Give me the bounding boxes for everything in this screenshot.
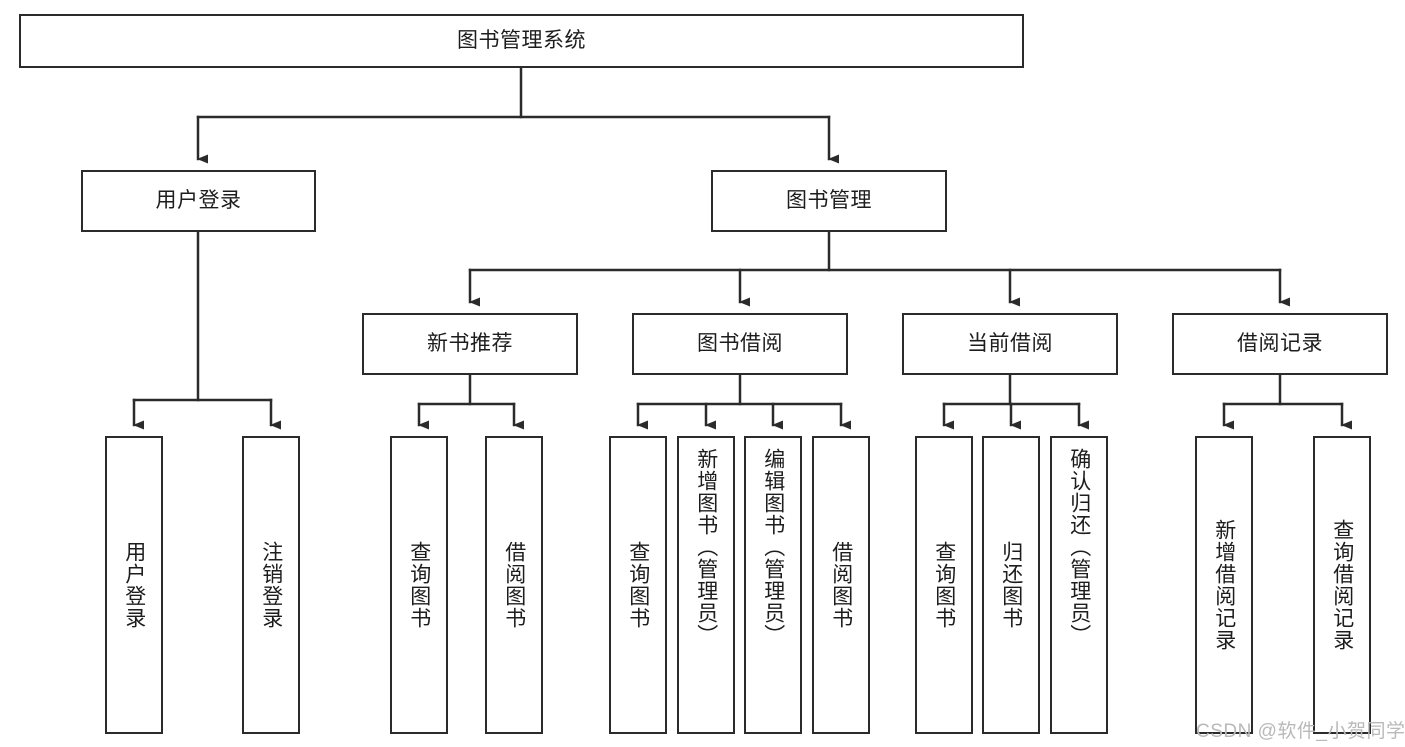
node-leaf-add-book-admin[interactable]: 新增图书（管理员）: [677, 436, 735, 734]
connector-lines: [132, 66, 1352, 430]
node-label: 图书借阅: [697, 332, 783, 356]
node-label: 查询借阅记录: [1330, 519, 1354, 651]
node-leaf-user-login[interactable]: 用户登录: [105, 436, 163, 734]
node-book-management[interactable]: 图书管理: [711, 170, 947, 232]
node-label: 借阅记录: [1237, 332, 1323, 356]
node-label: 当前借阅: [967, 332, 1053, 356]
csdn-watermark: CSDN @软件_小贺同学: [1196, 721, 1405, 742]
node-leaf-query-book-borrow[interactable]: 查询图书: [609, 436, 667, 734]
node-label: 新增图书（管理员）: [694, 448, 718, 646]
node-new-book-recommend[interactable]: 新书推荐: [362, 313, 578, 375]
node-label: 查询图书: [407, 541, 431, 629]
node-label: 用户登录: [155, 189, 242, 213]
node-leaf-add-borrow-record[interactable]: 新增借阅记录: [1195, 436, 1253, 734]
node-label: 查询图书: [626, 541, 650, 629]
node-leaf-confirm-return-admin[interactable]: 确认归还（管理员）: [1050, 436, 1108, 734]
node-leaf-edit-book-admin[interactable]: 编辑图书（管理员）: [744, 436, 802, 734]
node-label: 图书管理: [786, 189, 872, 213]
node-leaf-borrow-book[interactable]: 借阅图书: [812, 436, 870, 734]
node-leaf-query-book-recommend[interactable]: 查询图书: [390, 436, 448, 734]
node-label: 确认归还（管理员）: [1067, 448, 1091, 646]
node-label: 归还图书: [999, 541, 1023, 629]
node-label: 借阅图书: [829, 541, 853, 629]
node-user-login[interactable]: 用户登录: [81, 170, 316, 232]
node-label: 图书管理系统: [457, 29, 586, 53]
node-leaf-query-book-current[interactable]: 查询图书: [915, 436, 973, 734]
node-current-borrow[interactable]: 当前借阅: [902, 313, 1118, 375]
node-label: 编辑图书（管理员）: [761, 448, 785, 646]
node-label: 注销登录: [259, 541, 283, 629]
node-label: 借阅图书: [502, 541, 526, 629]
node-label: 用户登录: [122, 541, 146, 629]
node-label: 新书推荐: [427, 332, 513, 356]
node-leaf-return-book[interactable]: 归还图书: [982, 436, 1040, 734]
node-leaf-borrow-book-recommend[interactable]: 借阅图书: [485, 436, 543, 734]
node-book-borrow[interactable]: 图书借阅: [632, 313, 848, 375]
node-root-system[interactable]: 图书管理系统: [19, 14, 1024, 68]
node-label: 新增借阅记录: [1212, 519, 1236, 651]
node-label: 查询图书: [932, 541, 956, 629]
node-leaf-query-borrow-record[interactable]: 查询借阅记录: [1313, 436, 1371, 734]
node-leaf-logout-login[interactable]: 注销登录: [242, 436, 300, 734]
node-borrow-record[interactable]: 借阅记录: [1172, 313, 1388, 375]
